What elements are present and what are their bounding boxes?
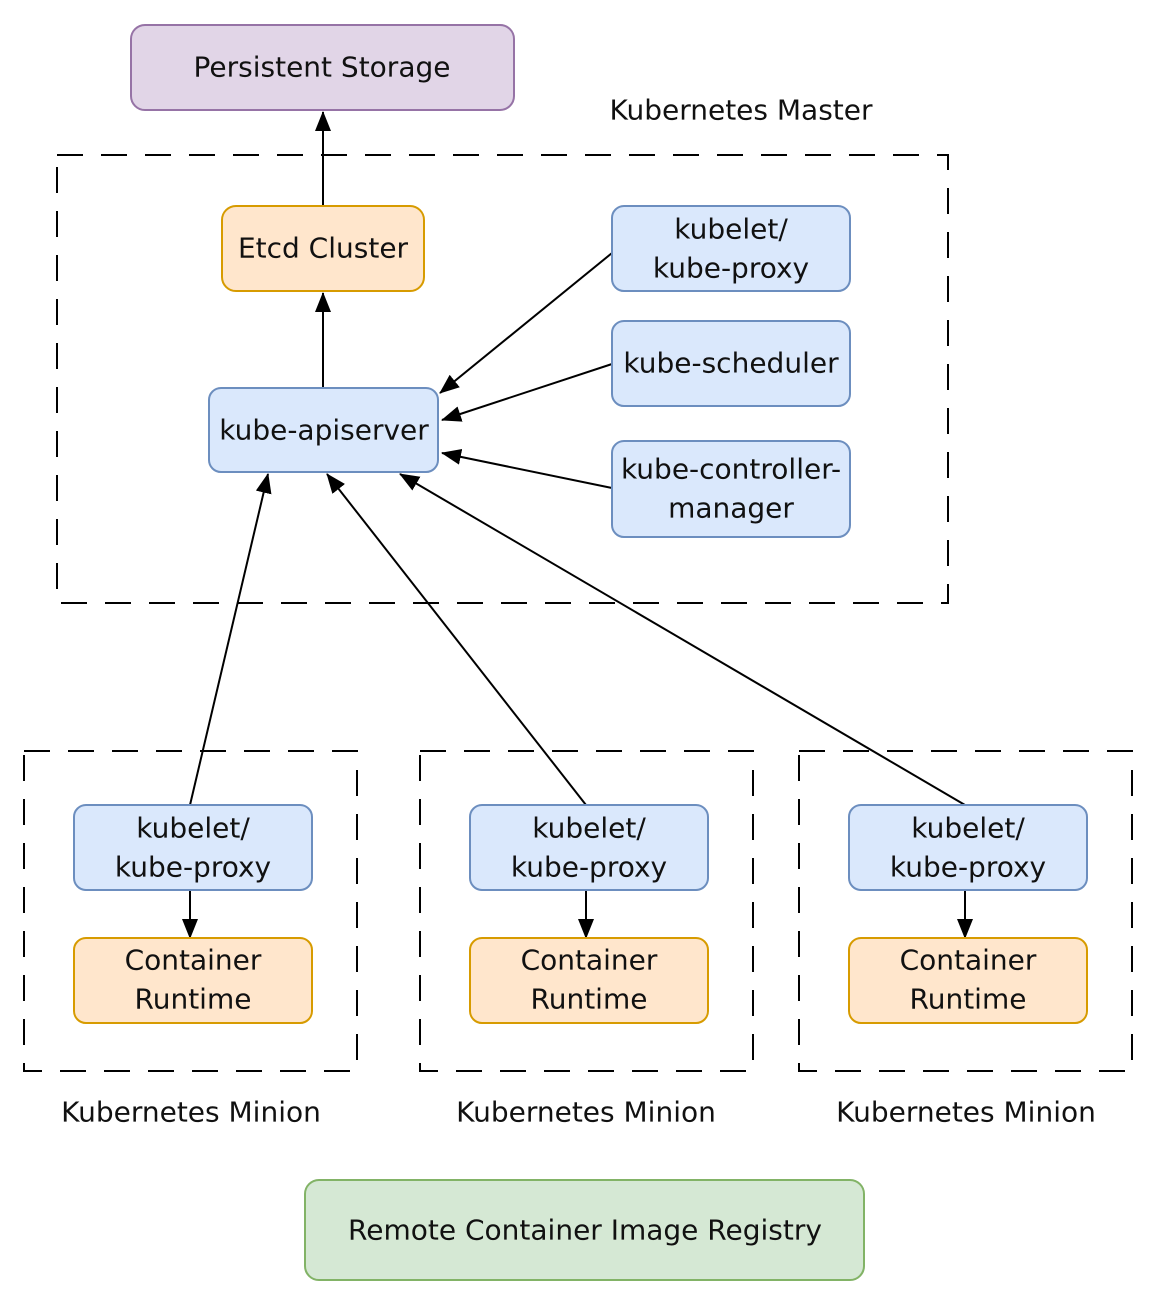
edge-minion3-to-apiserver bbox=[399, 473, 966, 806]
minion3-kubelet-label-line1: kubelet/ bbox=[911, 812, 1025, 845]
edge-minion1-to-apiserver bbox=[189, 473, 272, 806]
minion1-runtime-label-line1: Container bbox=[125, 944, 262, 977]
persistent-storage-label: Persistent Storage bbox=[194, 51, 451, 84]
minion1-runtime-label-line2: Runtime bbox=[135, 983, 252, 1016]
minion-group-label-3: Kubernetes Minion bbox=[836, 1096, 1096, 1129]
minion3-kubelet-label-line2: kube-proxy bbox=[890, 851, 1046, 884]
minion1-kubelet-proxy-node[interactable]: kubelet/ kube-proxy bbox=[73, 804, 313, 891]
controller-manager-label-line2: manager bbox=[668, 492, 794, 525]
minion2-runtime-label-line2: Runtime bbox=[531, 983, 648, 1016]
minion2-runtime-label-line1: Container bbox=[521, 944, 658, 977]
kube-apiserver-label: kube-apiserver bbox=[219, 414, 429, 447]
minion1-kubelet-label-line2: kube-proxy bbox=[115, 851, 271, 884]
minion1-container-runtime-node[interactable]: Container Runtime bbox=[73, 937, 313, 1024]
edge-minion2-to-apiserver bbox=[326, 473, 587, 806]
master-kubelet-proxy-node[interactable]: kubelet/ kube-proxy bbox=[611, 205, 851, 292]
minion2-kubelet-proxy-node[interactable]: kubelet/ kube-proxy bbox=[469, 804, 709, 891]
kube-scheduler-node[interactable]: kube-scheduler bbox=[611, 320, 851, 407]
minion1-kubelet-label-line1: kubelet/ bbox=[136, 812, 250, 845]
master-group-border bbox=[56, 154, 949, 604]
edge-scheduler-to-apiserver bbox=[441, 363, 613, 422]
minion-group-label-1: Kubernetes Minion bbox=[61, 1096, 321, 1129]
minion2-kubelet-label-line2: kube-proxy bbox=[511, 851, 667, 884]
minion3-container-runtime-node[interactable]: Container Runtime bbox=[848, 937, 1088, 1024]
minion2-kubelet-label-line1: kubelet/ bbox=[532, 812, 646, 845]
minion-group-border-2 bbox=[419, 750, 754, 1072]
kube-controller-manager-node[interactable]: kube-controller- manager bbox=[611, 440, 851, 538]
remote-image-registry-label: Remote Container Image Registry bbox=[348, 1214, 822, 1247]
master-kubelet-label-line2: kube-proxy bbox=[653, 252, 809, 285]
etcd-cluster-label: Etcd Cluster bbox=[238, 232, 409, 265]
minion3-kubelet-proxy-node[interactable]: kubelet/ kube-proxy bbox=[848, 804, 1088, 891]
edge-controller-to-apiserver bbox=[441, 448, 613, 489]
edges bbox=[182, 111, 973, 939]
remote-image-registry-node[interactable]: Remote Container Image Registry bbox=[304, 1179, 865, 1281]
minion2-container-runtime-node[interactable]: Container Runtime bbox=[469, 937, 709, 1024]
persistent-storage-node[interactable]: Persistent Storage bbox=[130, 24, 515, 111]
minion-group-border-3 bbox=[798, 750, 1133, 1072]
kube-apiserver-node[interactable]: kube-apiserver bbox=[208, 387, 439, 473]
edge-master-kubelet-to-apiserver bbox=[439, 252, 613, 394]
master-group-label: Kubernetes Master bbox=[609, 94, 873, 127]
master-kubelet-label-line1: kubelet/ bbox=[674, 213, 788, 246]
minion-group-label-2: Kubernetes Minion bbox=[456, 1096, 716, 1129]
minion3-runtime-label-line1: Container bbox=[900, 944, 1037, 977]
etcd-cluster-node[interactable]: Etcd Cluster bbox=[221, 205, 425, 292]
minion3-runtime-label-line2: Runtime bbox=[910, 983, 1027, 1016]
kube-scheduler-label: kube-scheduler bbox=[623, 347, 839, 380]
controller-manager-label-line1: kube-controller- bbox=[621, 453, 841, 486]
minion-group-border-1 bbox=[23, 750, 358, 1072]
